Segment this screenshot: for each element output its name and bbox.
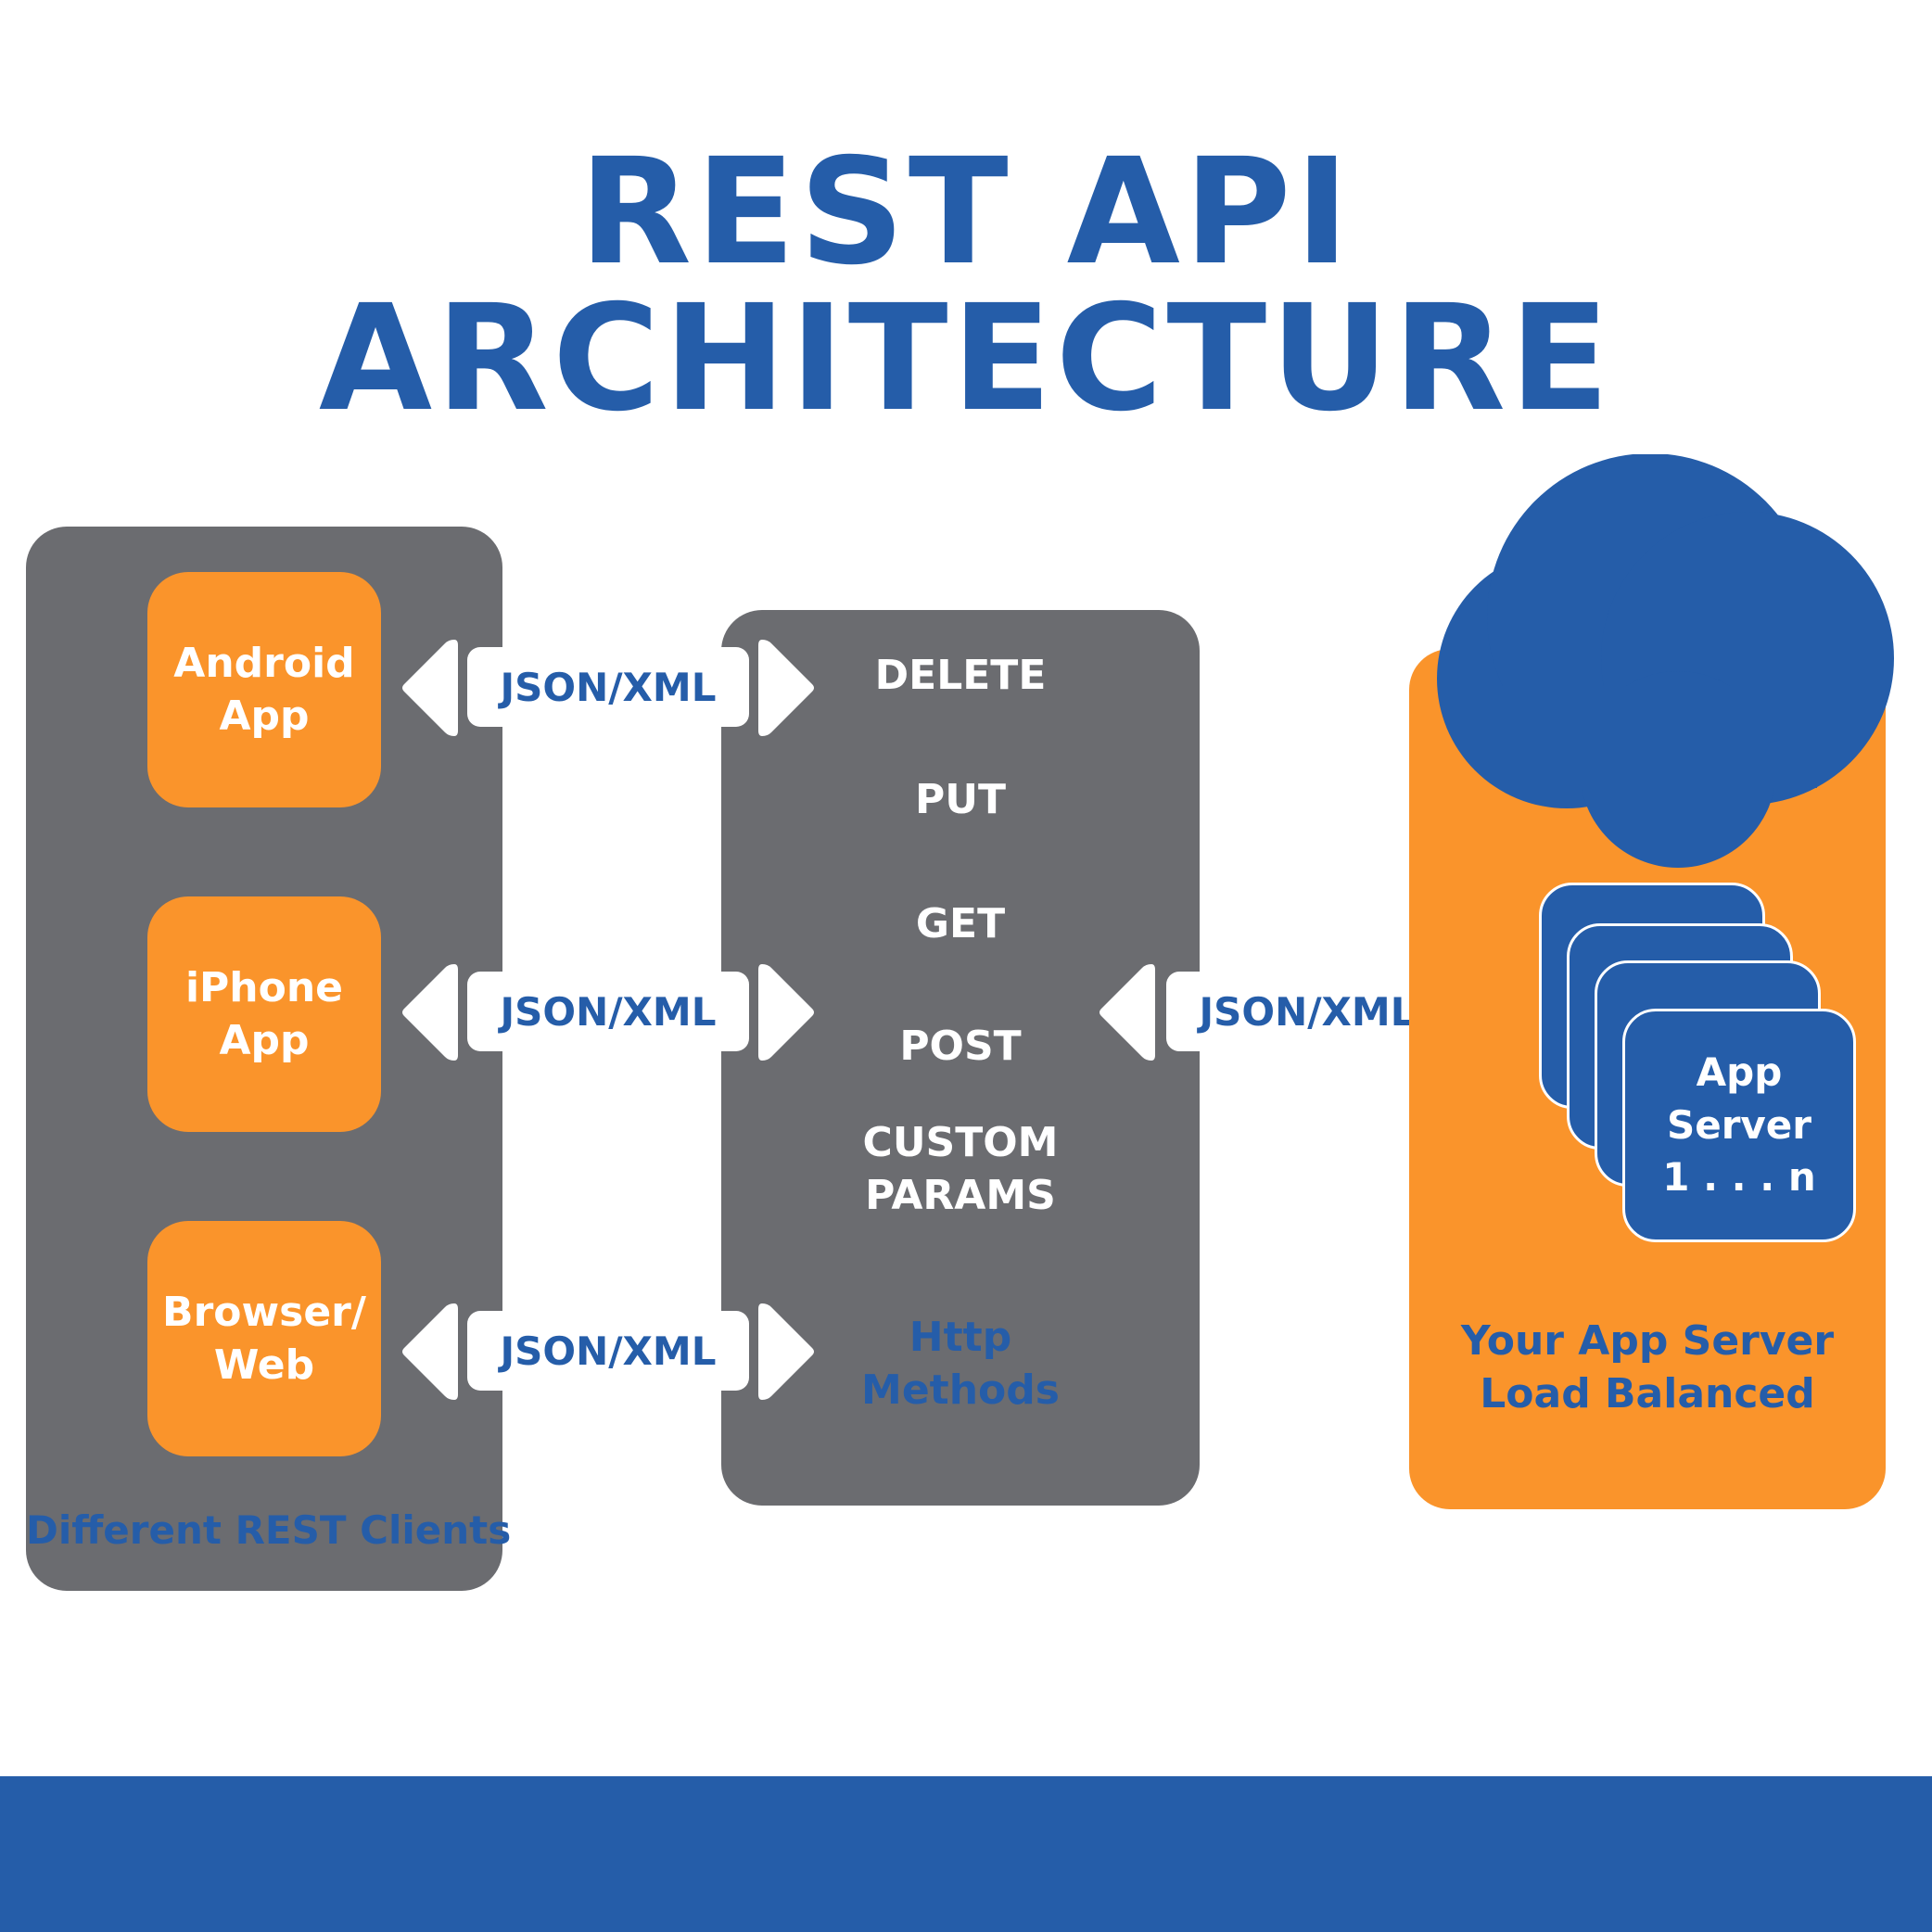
arrow-left-icon xyxy=(1099,964,1155,1061)
method-delete: DELETE xyxy=(874,652,1047,699)
connector-label: JSON/XML xyxy=(1199,988,1416,1035)
connector-label: JSON/XML xyxy=(500,988,717,1035)
client-label-line1: Browser/ xyxy=(162,1288,366,1336)
arrow-left-icon xyxy=(402,640,458,736)
method-put: PUT xyxy=(915,776,1006,823)
page-title: REST API ARCHITECTURE xyxy=(318,127,1614,444)
arrow-right-icon xyxy=(758,640,814,736)
server-card-line2: Server xyxy=(1666,1101,1812,1148)
client-label-line1: Android xyxy=(173,639,355,687)
client-label-line2: App xyxy=(219,1017,310,1064)
arrow-left-icon xyxy=(402,964,458,1061)
server-caption-line1: Your App Server xyxy=(1460,1317,1835,1365)
app-server-card: App Server 1 . . . n xyxy=(1622,1009,1856,1242)
json-xml-connector-android: JSON/XML xyxy=(467,647,749,727)
client-label-line2: Web xyxy=(213,1341,315,1389)
arrow-right-icon xyxy=(758,1303,814,1400)
method-post: POST xyxy=(899,1023,1022,1070)
connector-label: JSON/XML xyxy=(500,1328,717,1374)
arrow-left-icon xyxy=(402,1303,458,1400)
methods-caption: Http Methods xyxy=(721,1311,1200,1417)
client-label-line2: App xyxy=(219,693,310,740)
server-card-line3: 1 . . . n xyxy=(1662,1154,1816,1201)
clients-caption: Different REST Clients xyxy=(26,1507,512,1553)
methods-caption-line2: Methods xyxy=(861,1366,1060,1415)
client-label-line1: iPhone xyxy=(184,963,344,1011)
methods-caption-line1: Http xyxy=(909,1314,1012,1361)
json-xml-connector-browser: JSON/XML xyxy=(467,1311,749,1391)
server-card-line1: App xyxy=(1696,1049,1783,1095)
json-xml-connector-server: JSON/XML xyxy=(1166,972,1448,1051)
connector-label: JSON/XML xyxy=(500,664,717,710)
cloud-icon xyxy=(1437,454,1894,868)
method-custom-line1: CUSTOM xyxy=(862,1119,1059,1166)
server-caption: Your App Server Load Balanced xyxy=(1409,1315,1886,1420)
client-browser-web: Browser/ Web xyxy=(147,1221,381,1456)
method-custom-line2: PARAMS xyxy=(865,1172,1056,1220)
client-iphone-app: iPhone App xyxy=(147,896,381,1132)
arrow-right-icon xyxy=(758,964,814,1061)
server-caption-line2: Load Balanced xyxy=(1480,1370,1815,1418)
client-android-app: Android App xyxy=(147,572,381,807)
json-xml-connector-iphone: JSON/XML xyxy=(467,972,749,1051)
method-custom-params: CUSTOM PARAMS xyxy=(721,1116,1200,1222)
footer-bar xyxy=(0,1776,1932,1932)
method-get: GET xyxy=(915,900,1006,947)
